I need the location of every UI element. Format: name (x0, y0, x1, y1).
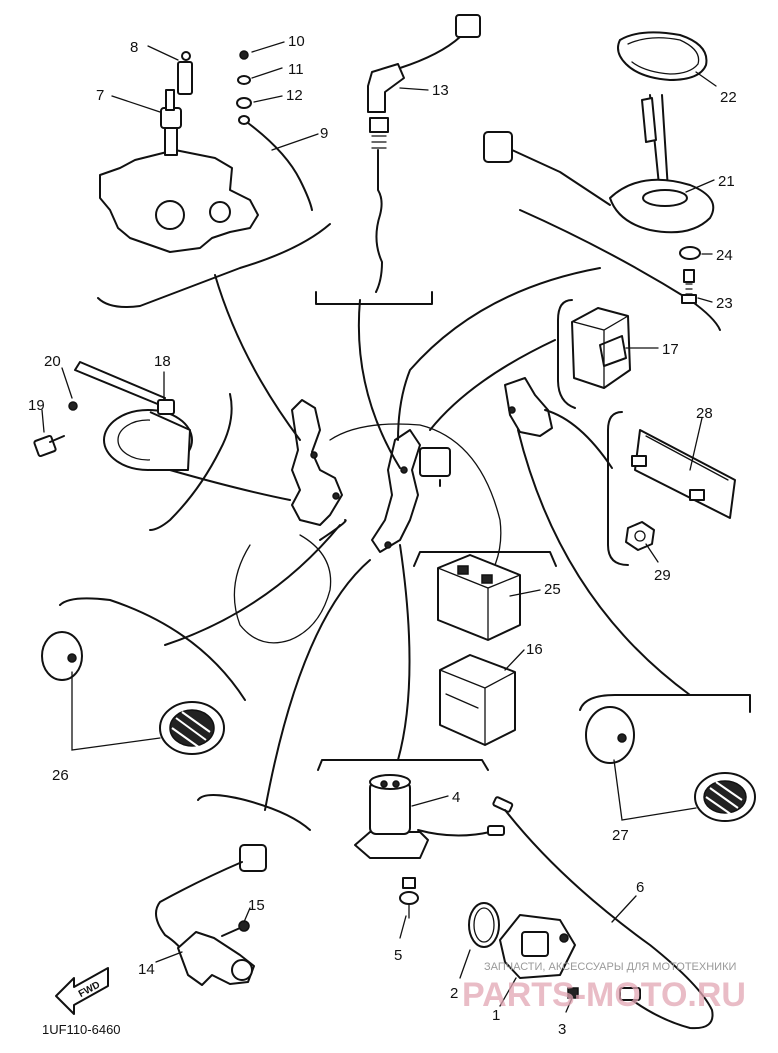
thermo-assembly (99, 50, 313, 253)
screw-3 (567, 987, 579, 999)
drawing-code: 1UF110-6460 (42, 1022, 121, 1037)
lead-wire-9 (243, 119, 313, 211)
washer-11 (237, 75, 251, 85)
relay-small (419, 447, 451, 477)
part-number: 5 (394, 947, 402, 964)
part-number: 23 (716, 295, 733, 312)
horn-18 (74, 361, 193, 471)
watermark: PARTS-MOTO.RU ЗАПЧАСТИ, АКСЕССУАРЫ ДЛЯ М… (462, 961, 746, 1014)
part-number-labels: 8 7 10 11 12 9 13 22 21 24 23 17 18 20 1… (28, 33, 737, 1038)
part-number: 19 (28, 397, 45, 414)
part-number: 13 (432, 82, 449, 99)
washer-12 (236, 97, 252, 109)
number-leaders (41, 41, 717, 1013)
part-number: 8 (130, 39, 138, 56)
group-brackets (59, 209, 751, 831)
part-number: 26 (52, 767, 69, 784)
part-number: 22 (720, 89, 737, 106)
bolt-19 (33, 434, 65, 458)
part-number: 20 (44, 353, 61, 370)
neutral-switch-14 (155, 844, 267, 986)
screw-20 (68, 401, 78, 411)
plug-cap-13 (367, 14, 481, 293)
lead-6 (492, 796, 714, 1030)
screw-10 (239, 50, 249, 60)
bolt-23 (681, 269, 697, 304)
frame-outline (233, 377, 553, 644)
bracket-28 (631, 429, 736, 519)
part-number: 17 (662, 341, 679, 358)
relay-16 (439, 654, 516, 746)
part-number: 28 (696, 405, 713, 422)
part-number: 10 (288, 33, 305, 50)
part-number: 27 (612, 827, 629, 844)
part-number: 6 (636, 879, 644, 896)
part-number: 24 (716, 247, 733, 264)
watermark-text: ЗАПЧАСТИ, АКСЕССУАРЫ ДЛЯ МОТОТЕХНИКИ (484, 961, 736, 973)
part-number: 11 (288, 61, 304, 78)
part-number: 29 (654, 567, 671, 584)
part-number: 12 (286, 87, 303, 104)
part-number: 2 (450, 985, 458, 1002)
part-number: 21 (718, 173, 735, 190)
part-number: 7 (96, 87, 104, 104)
part-number: 14 (138, 961, 155, 978)
grommet-24 (679, 246, 701, 260)
part-number: 15 (248, 897, 265, 914)
relay-17 (571, 307, 631, 389)
starter-relay-4 (354, 774, 505, 859)
screw-15 (221, 920, 250, 937)
thermo-switch-7 (164, 124, 178, 156)
part-number: 3 (558, 1021, 566, 1038)
part-number: 18 (154, 353, 171, 370)
bolt-5 (399, 877, 419, 919)
wire-leaders (164, 267, 691, 811)
fwd-arrow: FWD (55, 967, 109, 1015)
sender-8 (177, 61, 193, 95)
fuse-holder-1 (499, 914, 576, 979)
part-number: 25 (544, 581, 561, 598)
part-number: 4 (452, 789, 460, 806)
relay-25 (437, 554, 521, 641)
part-number: 1 (492, 1007, 500, 1024)
reflector-27 (585, 706, 756, 822)
part-number: 9 (320, 125, 328, 142)
reflector-26 (41, 631, 225, 755)
watermark-logo: PARTS-MOTO.RU (462, 976, 746, 1014)
fuel-sender-21 (483, 31, 715, 234)
nut-29 (625, 521, 655, 551)
part-number: 16 (526, 641, 543, 658)
